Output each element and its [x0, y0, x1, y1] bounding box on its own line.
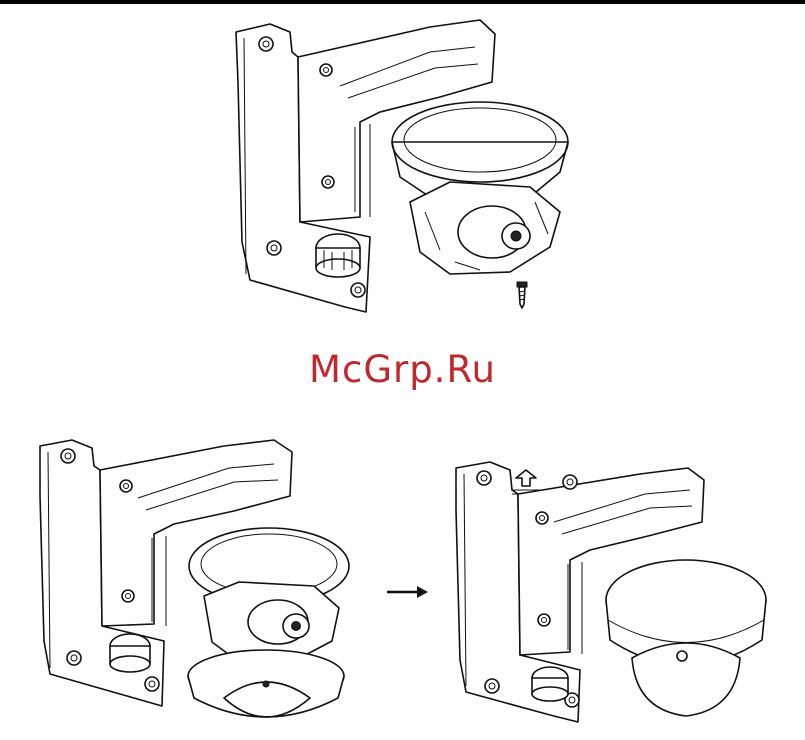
camera-mounting-step-3 — [450, 460, 780, 730]
cable-gland — [316, 234, 360, 277]
right-arrow-icon — [385, 582, 430, 602]
camera-mounting-step-1 — [230, 12, 570, 322]
camera-dome-housing — [606, 560, 766, 716]
cable-gland — [532, 667, 568, 701]
screw-icon — [517, 282, 527, 308]
camera-mounting-step-2 — [34, 436, 374, 736]
top-rule — [0, 0, 805, 4]
camera-housing-ring — [392, 102, 568, 197]
watermark-text: McGrp.Ru — [0, 348, 805, 391]
dome-cover — [188, 650, 344, 717]
camera-module — [410, 182, 560, 274]
cable-gland — [110, 634, 150, 672]
